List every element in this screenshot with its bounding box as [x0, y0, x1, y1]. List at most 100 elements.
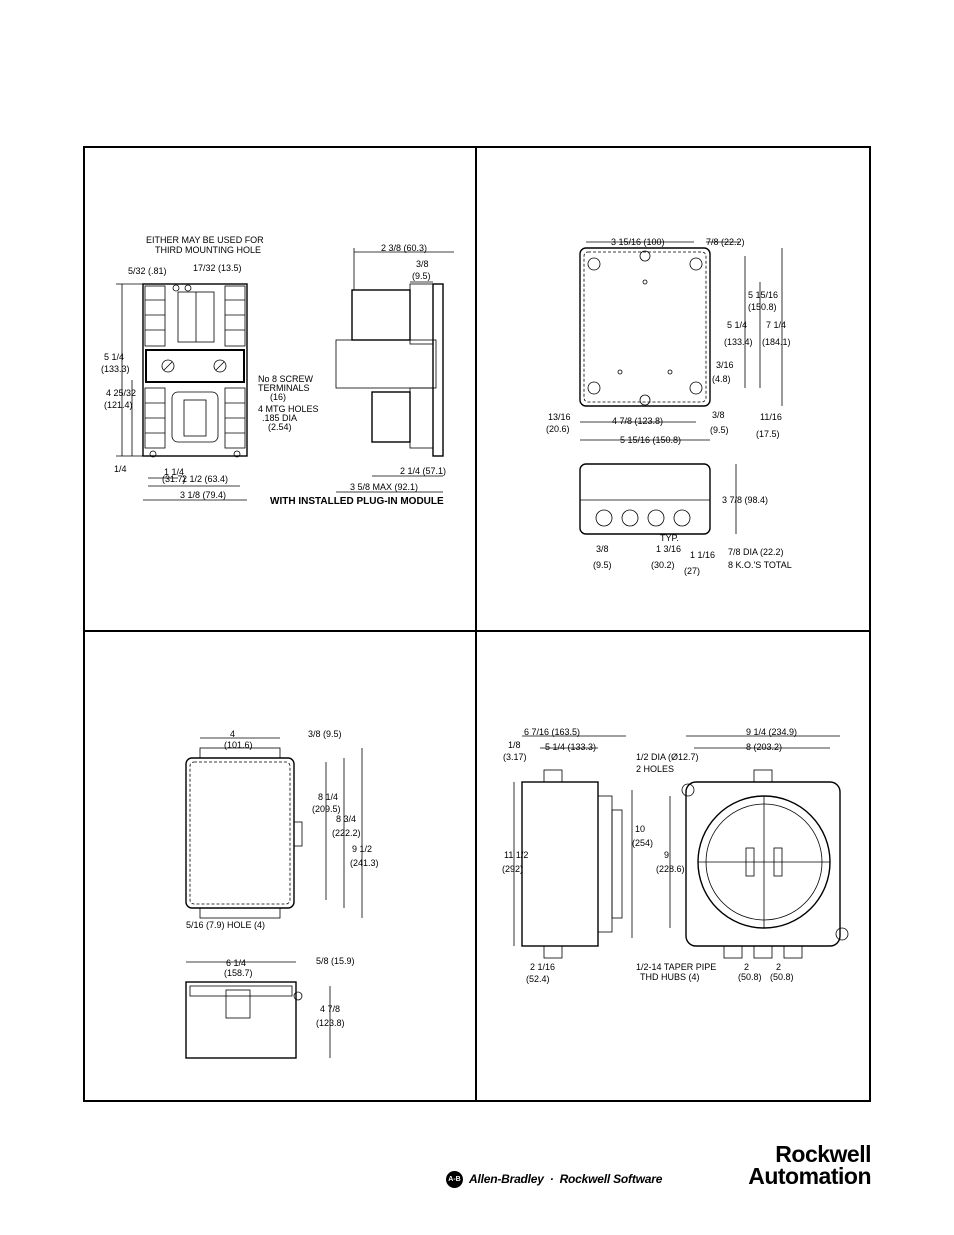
svg-text:6 1/4: 6 1/4 — [226, 958, 246, 968]
svg-text:5 1/4: 5 1/4 — [727, 320, 747, 330]
svg-text:(9.5): (9.5) — [412, 271, 431, 281]
svg-text:3/16: 3/16 — [716, 360, 734, 370]
svg-text:1 1/16: 1 1/16 — [690, 550, 715, 560]
svg-text:(9.5): (9.5) — [593, 560, 612, 570]
svg-text:11 1/2: 11 1/2 — [504, 850, 528, 860]
svg-text:(241.3): (241.3) — [350, 858, 379, 868]
drawing-bottom-right: 6 7/16 (163.5) 5 1/4 (133.3) 1/8 (3.17) … — [502, 727, 849, 984]
svg-text:8 (203.2): 8 (203.2) — [746, 742, 782, 752]
svg-text:2 1/4 (57.1): 2 1/4 (57.1) — [400, 466, 446, 476]
svg-text:5/32 (.81): 5/32 (.81) — [128, 266, 167, 276]
svg-text:(3.17): (3.17) — [503, 752, 527, 762]
svg-text:4 MTG HOLES: 4 MTG HOLES — [258, 404, 319, 414]
svg-text:5 1/4: 5 1/4 — [104, 352, 124, 362]
svg-text:13/16: 13/16 — [548, 412, 571, 422]
svg-text:(50.8): (50.8) — [770, 972, 794, 982]
svg-text:(222.2): (222.2) — [332, 828, 361, 838]
svg-text:3 5/8 MAX (92.1): 3 5/8 MAX (92.1) — [350, 482, 418, 492]
svg-text:(228.6): (228.6) — [656, 864, 685, 874]
svg-text:(292): (292) — [502, 864, 523, 874]
pipe-note: 1/2-14 TAPER PIPE — [636, 962, 716, 972]
svg-text:3 1/8 (79.4): 3 1/8 (79.4) — [180, 490, 226, 500]
svg-text:(30.2): (30.2) — [651, 560, 675, 570]
grid-divider-vertical — [475, 146, 477, 1102]
svg-text:7/8 (22.2): 7/8 (22.2) — [706, 237, 745, 247]
ko-total-note: 8 K.O.'S TOTAL — [728, 560, 792, 570]
svg-text:(16): (16) — [270, 392, 286, 402]
brand-separator: · — [549, 1172, 554, 1186]
svg-text:2 1/2 (63.4): 2 1/2 (63.4) — [182, 474, 228, 484]
drawing-top-left: EITHER MAY BE USED FOR THIRD MOUNTING HO… — [101, 235, 454, 507]
svg-text:(31.7): (31.7) — [162, 474, 186, 484]
drawing-top-right: 3 15/16 (100) 7/8 (22.2) 5 15/16 (150.8)… — [546, 237, 792, 576]
svg-text:3/8: 3/8 — [416, 259, 429, 269]
drawing-bottom-left: 4 (101.6) 3/8 (9.5) 8 1/4 (209.5) 8 3/4 … — [185, 729, 379, 1059]
grid-divider-horizontal — [83, 630, 871, 632]
svg-text:2: 2 — [744, 962, 749, 972]
top-left-caption: WITH INSTALLED PLUG-IN MODULE — [270, 496, 444, 507]
dia-note: 1/2 DIA (Ø12.7) — [636, 752, 699, 762]
svg-text:1/8: 1/8 — [508, 740, 521, 750]
svg-text:10: 10 — [635, 824, 645, 834]
svg-text:No 8 SCREW: No 8 SCREW — [258, 374, 314, 384]
svg-text:(9.5): (9.5) — [710, 425, 729, 435]
ko-dia-note: 7/8 DIA (22.2) — [728, 547, 784, 557]
allen-bradley-logo-icon: A-B — [446, 1170, 463, 1188]
svg-text:2: 2 — [776, 962, 781, 972]
svg-text:(101.6): (101.6) — [224, 740, 253, 750]
svg-text:2 1/16: 2 1/16 — [530, 962, 555, 972]
allen-bradley-label: Allen-Bradley — [469, 1172, 544, 1186]
svg-text:9: 9 — [664, 850, 669, 860]
svg-text:5 1/4 (133.3): 5 1/4 (133.3) — [545, 742, 596, 752]
svg-text:4 7/8 (123.8): 4 7/8 (123.8) — [612, 416, 663, 426]
svg-text:(209.5): (209.5) — [312, 804, 341, 814]
svg-text:4 25/32: 4 25/32 — [106, 388, 136, 398]
svg-text:.185 DIA: .185 DIA — [262, 413, 297, 423]
svg-text:(2.54): (2.54) — [268, 422, 292, 432]
svg-text:(50.8): (50.8) — [738, 972, 762, 982]
svg-text:4 7/8: 4 7/8 — [320, 1004, 340, 1014]
svg-text:6 7/16 (163.5): 6 7/16 (163.5) — [524, 727, 580, 737]
hole-note: 5/16 (7.9) HOLE (4) — [186, 920, 265, 930]
svg-text:3/8: 3/8 — [712, 410, 725, 420]
svg-text:9 1/4 (234.9): 9 1/4 (234.9) — [746, 727, 797, 737]
typ-note: TYP. — [660, 533, 679, 543]
svg-text:EITHER MAY BE USED FOR: EITHER MAY BE USED FOR — [146, 235, 264, 245]
svg-text:3/8: 3/8 — [596, 544, 609, 554]
svg-text:(133.4): (133.4) — [724, 337, 753, 347]
svg-text:9 1/2: 9 1/2 — [352, 844, 372, 854]
svg-text:TERMINALS: TERMINALS — [258, 383, 310, 393]
svg-text:8 3/4: 8 3/4 — [336, 814, 356, 824]
svg-text:(4.8): (4.8) — [712, 374, 731, 384]
svg-text:8 1/4: 8 1/4 — [318, 792, 338, 802]
rockwell-software-label: Rockwell Software — [559, 1172, 663, 1186]
svg-text:5/8 (15.9): 5/8 (15.9) — [316, 956, 355, 966]
svg-text:(150.8): (150.8) — [748, 302, 777, 312]
rockwell-logo-line1: Rockwell — [775, 1141, 871, 1167]
svg-text:3 15/16 (100): 3 15/16 (100) — [611, 237, 665, 247]
rockwell-automation-logo: Rockwell Automation — [705, 1141, 871, 1189]
svg-text:(52.4): (52.4) — [526, 974, 550, 984]
svg-text:4: 4 — [230, 729, 235, 739]
drawing-grid — [83, 146, 871, 1102]
svg-text:(121.4): (121.4) — [104, 400, 133, 410]
brand-footer: A-B Allen-Bradley · Rockwell Software — [446, 1170, 662, 1188]
svg-text:(17.5): (17.5) — [756, 429, 780, 439]
svg-text:2 3/8 (60.3): 2 3/8 (60.3) — [381, 243, 427, 253]
hubs-note: THD HUBS (4) — [640, 972, 700, 982]
svg-text:(254): (254) — [632, 838, 653, 848]
holes-note: 2 HOLES — [636, 764, 674, 774]
svg-text:3 7/8 (98.4): 3 7/8 (98.4) — [722, 495, 768, 505]
svg-text:(184.1): (184.1) — [762, 337, 791, 347]
svg-text:3/8 (9.5): 3/8 (9.5) — [308, 729, 342, 739]
svg-text:(123.8): (123.8) — [316, 1018, 345, 1028]
svg-text:1/4: 1/4 — [114, 464, 127, 474]
svg-text:17/32 (13.5): 17/32 (13.5) — [193, 263, 242, 273]
svg-text:5 15/16 (150.8): 5 15/16 (150.8) — [620, 435, 681, 445]
svg-text:11/16: 11/16 — [760, 412, 782, 422]
rockwell-logo-line2: Automation — [748, 1163, 871, 1189]
svg-text:(20.6): (20.6) — [546, 424, 570, 434]
svg-text:(133.3): (133.3) — [101, 364, 130, 374]
svg-text:(27): (27) — [684, 566, 700, 576]
svg-text:5 15/16: 5 15/16 — [748, 290, 778, 300]
